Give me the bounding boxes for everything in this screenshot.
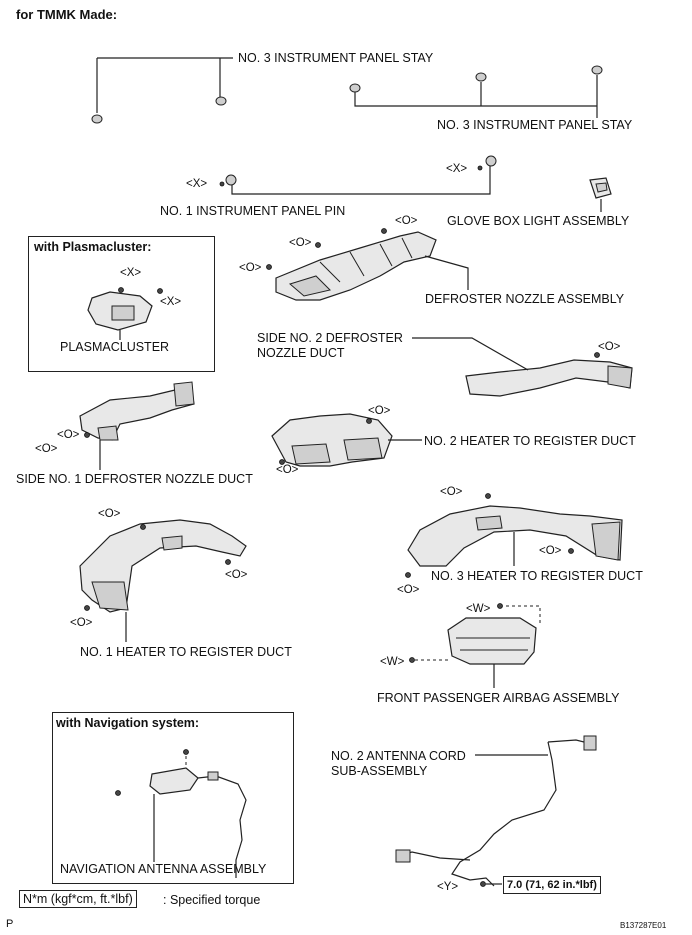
label-glove-box-light: GLOVE BOX LIGHT ASSEMBLY <box>447 214 630 228</box>
side-no2-bolt <box>594 352 600 358</box>
label-defroster-nozzle: DEFROSTER NOZZLE ASSEMBLY <box>425 292 625 306</box>
navigation-box <box>52 712 294 884</box>
panel-stay-clip-3 <box>349 83 361 93</box>
leader-side-no2 <box>412 337 529 371</box>
label-airbag: FRONT PASSENGER AIRBAG ASSEMBLY <box>377 691 620 705</box>
tag-w-airbag-1: <W> <box>466 603 491 615</box>
airbag-part <box>447 617 537 665</box>
panel-stay-clip-1 <box>91 114 103 124</box>
panel-stay-clip-5 <box>591 65 603 75</box>
tag-o-no3-heater-3: <O> <box>397 584 420 596</box>
tag-x-pin-1: <X> <box>186 178 208 190</box>
label-no1-heater: NO. 1 HEATER TO REGISTER DUCT <box>80 645 292 659</box>
torque-value: 7.0 (71, 62 in.*lbf) <box>503 876 601 894</box>
label-panel-stay-right: NO. 3 INSTRUMENT PANEL STAY <box>437 118 633 132</box>
tag-o-side-no1-2: <O> <box>35 443 58 455</box>
side-no2-duct-part <box>465 359 633 397</box>
no1-heater-bolt-1 <box>140 524 146 530</box>
legend-text: : Specified torque <box>163 893 261 907</box>
tag-o-no1-heater-1: <O> <box>98 508 121 520</box>
no3-heater-duct-part <box>407 505 623 567</box>
tag-o-defroster-3: <O> <box>239 262 262 274</box>
defroster-bolt-2 <box>381 228 387 234</box>
tag-o-no2-heater-1: <O> <box>368 405 391 417</box>
tag-o-no3-heater-2: <O> <box>539 545 562 557</box>
tag-x-pin-2: <X> <box>446 163 468 175</box>
defroster-bolt-3 <box>266 264 272 270</box>
airbag-bolt-2 <box>409 657 415 663</box>
label-no2-heater: NO. 2 HEATER TO REGISTER DUCT <box>424 434 636 448</box>
tag-o-defroster-1: <O> <box>395 215 418 227</box>
no1-heater-bolt-3 <box>84 605 90 611</box>
no3-heater-bolt-3 <box>405 572 411 578</box>
tag-o-no1-heater-3: <O> <box>70 617 93 629</box>
no2-heater-bolt-1 <box>366 418 372 424</box>
nav-bolt-1 <box>183 749 189 755</box>
leader-panel-stay-right <box>354 75 598 118</box>
panel-pin-1 <box>219 174 237 187</box>
defroster-nozzle-part <box>275 231 437 301</box>
tag-o-defroster-2: <O> <box>289 237 312 249</box>
panel-pin-2 <box>477 155 497 171</box>
no3-heater-bolt-2 <box>568 548 574 554</box>
plasmacluster-box-title: with Plasmacluster: <box>34 240 152 254</box>
panel-stay-clip-2 <box>215 96 227 106</box>
tag-o-no1-heater-2: <O> <box>225 569 248 581</box>
antenna-cord-part <box>395 735 597 887</box>
panel-stay-clip-4 <box>475 72 487 82</box>
glove-box-light-part <box>589 177 612 199</box>
label-panel-pin: NO. 1 INSTRUMENT PANEL PIN <box>160 204 346 218</box>
navigation-antenna-part <box>149 767 247 878</box>
label-navigation-antenna: NAVIGATION ANTENNA ASSEMBLY <box>60 862 267 876</box>
tag-o-side-no1-1: <O> <box>57 429 80 441</box>
no3-heater-bolt-1 <box>485 493 491 499</box>
label-plasmacluster: PLASMACLUSTER <box>60 340 170 354</box>
nav-bolt-2 <box>115 790 121 796</box>
label-no3-heater: NO. 3 HEATER TO REGISTER DUCT <box>431 569 643 583</box>
no2-heater-duct-part <box>271 413 393 467</box>
side-no1-bolt <box>84 432 90 438</box>
plasmacluster-bolt-1 <box>118 287 124 293</box>
tag-o-side-no2: <O> <box>598 341 621 353</box>
no1-heater-bolt-2 <box>225 559 231 565</box>
tag-x-plasma-1: <X> <box>120 267 142 279</box>
no2-heater-bolt-2 <box>279 459 285 465</box>
no1-heater-duct-part <box>79 519 247 613</box>
label-antenna-cord-line2: SUB-ASSEMBLY <box>331 764 428 778</box>
airbag-bolt-1 <box>497 603 503 609</box>
plasmacluster-box <box>28 236 215 372</box>
leader-defroster <box>424 255 469 290</box>
tag-w-airbag-2: <W> <box>380 656 405 668</box>
plasmacluster-part <box>87 291 153 331</box>
leader-panel-stay-top <box>96 57 233 113</box>
label-panel-stay-top: NO. 3 INSTRUMENT PANEL STAY <box>238 51 434 65</box>
tag-y-antenna: <Y> <box>437 881 459 893</box>
leader-panel-pin <box>231 165 491 195</box>
plasmacluster-bolt-2 <box>157 288 163 294</box>
side-no1-duct-part <box>79 381 195 441</box>
page-title: for TMMK Made: <box>16 7 118 22</box>
navigation-box-title: with Navigation system: <box>56 716 200 730</box>
tag-x-plasma-2: <X> <box>160 296 182 308</box>
label-side-no2-line1: SIDE NO. 2 DEFROSTER <box>257 331 403 345</box>
antenna-cord-bolt <box>480 881 486 887</box>
label-antenna-cord-line1: NO. 2 ANTENNA CORD <box>331 749 466 763</box>
tag-o-no2-heater-2: <O> <box>276 464 299 476</box>
footer-code: B137287E01 <box>620 921 667 930</box>
label-side-no1: SIDE NO. 1 DEFROSTER NOZZLE DUCT <box>16 472 253 486</box>
tag-o-no3-heater-1: <O> <box>440 486 463 498</box>
defroster-bolt-1 <box>315 242 321 248</box>
footer-left: P <box>6 918 14 930</box>
label-side-no2-line2: NOZZLE DUCT <box>257 346 345 360</box>
legend-unit-box: N*m (kgf*cm, ft.*lbf) <box>19 890 137 908</box>
